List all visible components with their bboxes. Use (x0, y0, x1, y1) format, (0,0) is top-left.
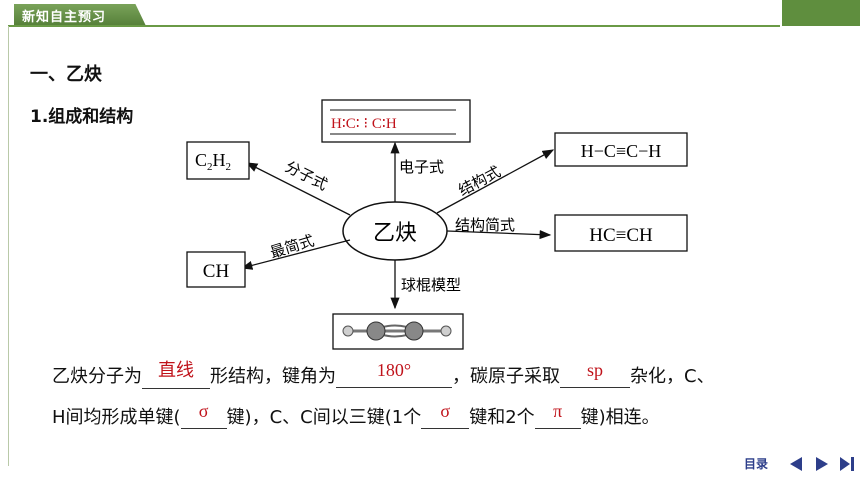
answer-blank-hybrid: sp (560, 360, 630, 388)
electron-formula-answer: H∶C∶ ⁝ C∶H (331, 116, 397, 132)
paragraph-line-2: H间均形成单键( σ 键)，C、C间以三键(1个 σ 键和2个 π 键)相连。 (52, 401, 660, 429)
condensed-formula: HC≡CH (589, 225, 653, 246)
toc-link[interactable]: 目录 (744, 457, 769, 471)
arrow-structural (436, 149, 555, 214)
answer-sigma-2: σ (440, 401, 451, 421)
answer-shape: 直线 (158, 360, 194, 381)
label-condensed: 结构简式 (455, 216, 515, 234)
answer-blank-sigma2: σ (421, 401, 470, 429)
arrow-empirical (240, 239, 351, 270)
label-empirical: 最简式 (268, 231, 316, 261)
arrow-molecular (245, 162, 351, 216)
label-molecular: 分子式 (282, 158, 330, 194)
arrow-condensed (446, 230, 552, 240)
text-segment: 键和2个 (469, 407, 535, 428)
prev-arrow-icon[interactable] (790, 457, 802, 471)
label-ballstick: 球棍模型 (401, 276, 461, 294)
last-bar-icon[interactable] (851, 457, 854, 471)
molecular-formula-box (186, 141, 250, 180)
answer-blank-sigma1: σ (180, 401, 227, 429)
structural-formula: H−C≡C−H (581, 141, 661, 161)
label-structural: 结构式 (455, 163, 503, 200)
molecular-formula: C2H2 (195, 150, 231, 173)
answer-angle: 180° (376, 360, 412, 380)
text-segment: H间均形成单键( (52, 407, 181, 428)
paragraph-line-1: 乙炔分子为直线形结构，键角为 180° ，碳原子采取 sp 杂化，C、 (52, 360, 715, 389)
header-corner-block (782, 0, 860, 26)
answer-blank-angle: 180° (336, 360, 452, 388)
section-tab (14, 4, 146, 26)
section-title: 一、乙炔 (30, 64, 102, 85)
last-arrow-icon[interactable] (840, 457, 850, 471)
text-segment: 形结构，键角为 (210, 366, 336, 387)
next-arrow-icon[interactable] (816, 457, 828, 471)
structural-formula-box (554, 132, 688, 167)
text-segment: ，碳原子采取 (452, 366, 560, 387)
answer-blank-shape: 直线 (142, 360, 210, 389)
text-segment: 键)相连。 (580, 407, 660, 428)
answer-sigma-1: σ (198, 401, 209, 421)
empirical-formula-box (186, 251, 246, 288)
electron-formula-box (321, 99, 471, 143)
answer-hybrid: sp (586, 360, 603, 380)
center-label: 乙炔 (373, 221, 417, 246)
section-tab-label: 新知自主预习 (22, 10, 107, 25)
text-segment: 杂化，C、 (630, 366, 715, 387)
answer-pi: π (553, 401, 563, 421)
label-electron: 电子式 (399, 158, 444, 176)
empirical-formula: CH (203, 261, 230, 282)
text-segment: 键)，C、C间以三键(1个 (226, 407, 422, 428)
text-segment: 乙炔分子为 (52, 366, 142, 387)
answer-blank-pi: π (534, 401, 581, 429)
subsection-title: 1.组成和结构 (30, 107, 134, 127)
header-rule (8, 25, 780, 27)
condensed-formula-box (554, 214, 688, 252)
left-margin-rule (8, 26, 9, 466)
ball-stick-model (342, 321, 452, 341)
